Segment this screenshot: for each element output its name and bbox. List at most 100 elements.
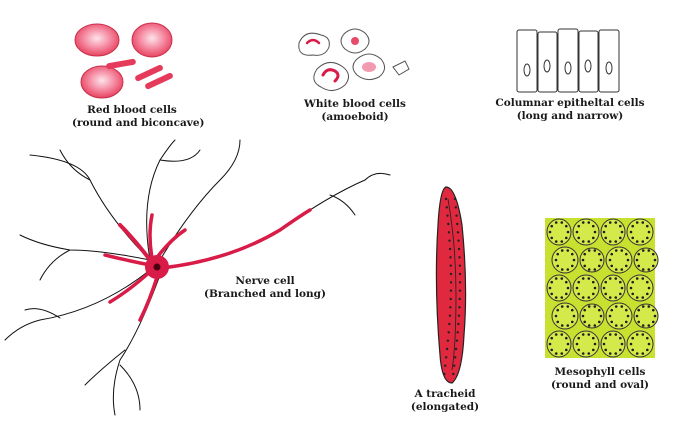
white-blood-cells-drawing <box>298 28 410 91</box>
chloroplast <box>602 230 606 234</box>
tracheid-pit <box>457 322 460 326</box>
chloroplast <box>641 221 645 224</box>
chloroplast <box>587 305 591 308</box>
rbc-side-view <box>145 72 173 90</box>
chloroplast <box>641 333 645 336</box>
chloroplast <box>587 249 591 252</box>
columnar-cell <box>557 28 579 93</box>
red-blood-cells-note: (round and biconcave) <box>72 117 205 129</box>
chloroplast <box>641 324 645 327</box>
chloroplast <box>591 280 595 284</box>
chloroplast <box>587 324 591 327</box>
chloroplast <box>554 333 558 336</box>
chloroplast <box>614 352 618 355</box>
chloroplast <box>564 292 568 296</box>
chloroplast <box>560 296 564 299</box>
tracheid-pit <box>447 331 450 334</box>
tracheid-pit <box>449 297 452 301</box>
tracheid-pit <box>455 339 459 342</box>
chloroplast <box>631 280 635 284</box>
red-blood-cells-name: Red blood cells <box>87 104 177 116</box>
chloroplast <box>647 286 651 290</box>
tracheid-pit <box>446 214 449 217</box>
chloroplast <box>548 286 552 290</box>
chloroplast <box>608 240 612 243</box>
chloroplast <box>566 268 570 271</box>
chloroplast <box>560 352 564 355</box>
chloroplast <box>556 252 560 256</box>
tracheid-pit <box>453 197 457 201</box>
nerve-cell-caption: Nerve cell (Branched and long) <box>190 275 340 301</box>
tracheid-name: A tracheid <box>414 388 476 400</box>
chloroplast <box>591 348 595 352</box>
tracheid-pit <box>458 297 461 301</box>
nerve-cell-drawing <box>4 139 391 416</box>
mesophyll-cell <box>546 274 572 302</box>
chloroplast <box>618 280 622 284</box>
chloroplast <box>647 324 651 327</box>
chloroplast <box>618 348 622 352</box>
chloroplast <box>614 333 618 336</box>
rbc-side-view <box>135 64 163 82</box>
chloroplast <box>620 305 624 308</box>
chloroplast <box>593 305 597 308</box>
tracheid-pit <box>458 281 462 284</box>
chloroplast <box>554 296 558 299</box>
chloroplast <box>653 258 657 262</box>
chloroplast <box>614 277 618 280</box>
chloroplast <box>556 308 560 312</box>
chloroplast <box>631 348 635 352</box>
tracheid-pit <box>449 272 453 276</box>
chloroplast <box>647 230 651 234</box>
chloroplast <box>624 320 628 324</box>
tracheid-pit <box>444 197 448 201</box>
tracheid-pit <box>449 281 453 284</box>
rbc-disc <box>74 23 120 57</box>
chloroplast <box>618 224 622 228</box>
chloroplast <box>631 236 635 240</box>
chloroplast <box>560 221 564 224</box>
chloroplast <box>645 348 649 352</box>
chloroplast <box>581 277 585 280</box>
tracheid-pit <box>458 306 461 309</box>
chloroplast <box>610 308 614 312</box>
tracheid-pit <box>449 256 452 259</box>
chloroplast <box>554 314 558 318</box>
columnar-cell <box>516 29 538 93</box>
chloroplast <box>637 252 641 256</box>
chloroplast <box>560 240 564 243</box>
tracheid-pit <box>458 289 462 292</box>
chloroplast <box>641 296 645 299</box>
chloroplast <box>631 292 635 296</box>
chloroplast <box>581 314 585 318</box>
nerve-cell-nucleus <box>153 263 161 271</box>
chloroplast <box>651 264 655 268</box>
chloroplast <box>583 252 587 256</box>
mesophyll-note: (round and oval) <box>550 379 650 391</box>
chloroplast <box>620 342 624 346</box>
chloroplast <box>554 258 558 262</box>
tracheid-pit <box>448 239 451 242</box>
chloroplast <box>554 277 558 280</box>
chloroplast <box>566 305 570 308</box>
chloroplast <box>560 305 564 308</box>
chloroplast <box>641 240 645 243</box>
tracheid-cell <box>435 186 467 384</box>
chloroplast <box>581 296 585 299</box>
chloroplast <box>583 308 587 312</box>
chloroplast <box>560 268 564 271</box>
tracheid-pit <box>443 372 446 376</box>
chloroplast <box>647 305 651 308</box>
tracheid-caption: A tracheid (elongated) <box>395 388 495 414</box>
chloroplast <box>575 230 579 234</box>
chloroplast <box>560 333 564 336</box>
chloroplast <box>608 296 612 299</box>
chloroplast <box>635 221 639 224</box>
tracheid-pit <box>454 347 458 351</box>
chloroplast <box>591 336 595 340</box>
tracheid-pit <box>456 222 459 226</box>
chloroplast <box>570 264 574 268</box>
chloroplast <box>618 236 622 240</box>
chloroplast <box>587 333 591 336</box>
chloroplast <box>614 296 618 299</box>
